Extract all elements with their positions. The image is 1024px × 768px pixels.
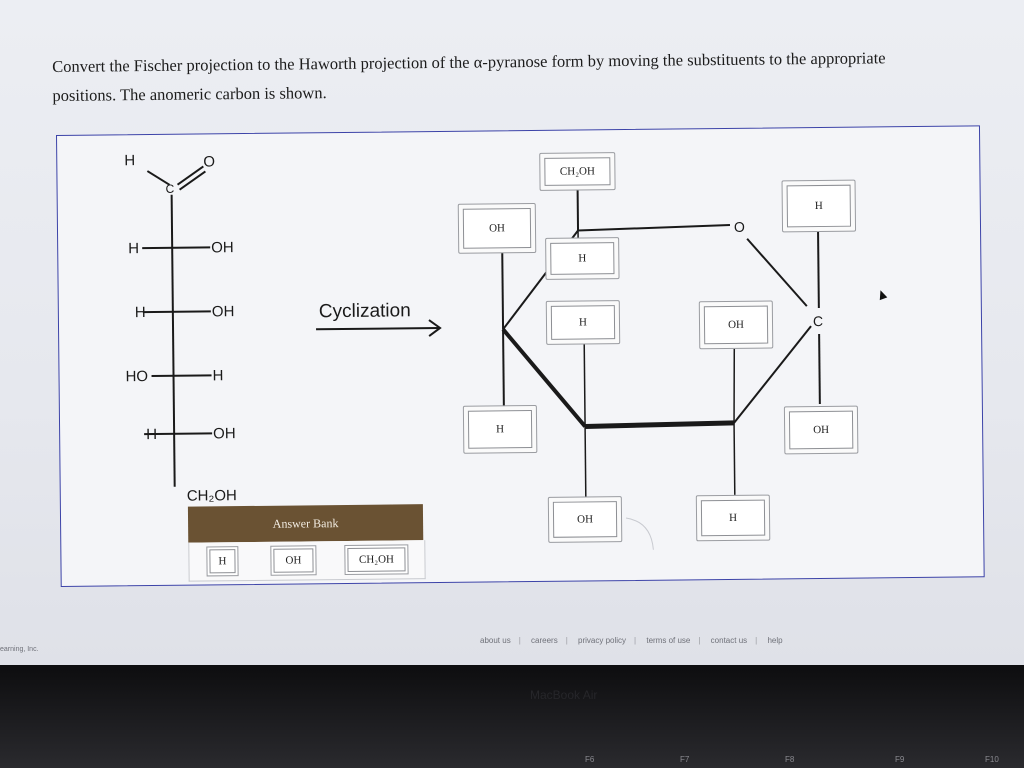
stem-c3-down	[584, 426, 587, 497]
slot-c1-bottom[interactable]: OH	[783, 405, 859, 455]
ring-c3-c2-bond	[585, 420, 735, 429]
ring-c2-c1-bond	[733, 325, 812, 424]
stem-c1-up	[817, 230, 820, 309]
slot-c3-top-value: H	[550, 305, 616, 340]
key-f7: F7	[680, 755, 690, 764]
slot-c2-bottom[interactable]: H	[695, 494, 771, 542]
slot-c3-bottom[interactable]: OH	[547, 496, 623, 543]
ring-c5-o-bond	[577, 223, 731, 232]
key-f8: F8	[785, 755, 795, 764]
cyclization-arrow	[316, 319, 442, 337]
footer-link-contact[interactable]: contact us	[710, 636, 748, 645]
copyright-text: earning, Inc.	[0, 646, 39, 653]
fischer-cross-2	[142, 310, 211, 314]
answer-bank-header: Answer Bank	[187, 504, 424, 543]
haworth-ring	[501, 172, 821, 550]
answer-bank-title: Answer Bank	[272, 515, 339, 531]
key-f6: F6	[585, 755, 595, 764]
footer-link-careers[interactable]: careers	[531, 636, 558, 645]
ring-o-c1-bond	[746, 238, 808, 307]
slot-c5-bottom[interactable]: H	[545, 237, 620, 280]
stem-c2-down	[733, 422, 736, 495]
fischer-bottom: CH₂OH	[187, 487, 237, 505]
ring-oxygen: O	[734, 219, 745, 235]
ring-c4-c3-bond	[501, 328, 587, 428]
anomeric-carbon: C	[813, 313, 823, 329]
fischer-cross-1	[142, 246, 211, 250]
slot-c2-top[interactable]: OH	[698, 300, 774, 350]
stem-c1-down	[818, 334, 821, 405]
slot-c1-top[interactable]: H	[781, 179, 857, 233]
stem-c4-down	[502, 329, 505, 408]
footer-link-help[interactable]: help	[767, 636, 783, 645]
fischer-row4-right: OH	[213, 425, 236, 442]
slot-c3-bottom-value: OH	[552, 501, 618, 538]
fischer-ch-bond	[146, 170, 171, 186]
fischer-projection	[142, 165, 213, 487]
diagram-canvas: H O C H OH H OH HO H H OH CH₂OH Cyclizat…	[124, 152, 823, 550]
fischer-co-bond-2	[179, 170, 206, 191]
stray-mark	[625, 517, 654, 550]
slot-c3-top[interactable]: H	[545, 300, 621, 345]
footer-link-privacy[interactable]: privacy policy	[578, 636, 627, 645]
slot-c5-top[interactable]: CH₂OH	[539, 152, 616, 191]
footer-separator: |	[755, 636, 758, 645]
footer-separator: |	[634, 636, 637, 645]
stem-c3-up	[583, 342, 586, 427]
bank-item-h[interactable]: H	[209, 549, 236, 574]
slot-c4-top[interactable]: OH	[457, 202, 537, 254]
footer-links: about us | careers | privacy policy | terms…	[480, 636, 791, 645]
key-f9: F9	[895, 755, 905, 764]
answer-bank: H OH CH₂OH	[188, 540, 426, 582]
fischer-row2-right: OH	[212, 303, 235, 320]
diagram-panel: H O C H OH H OH HO H H OH CH₂OH Cyclizat…	[56, 125, 985, 587]
fischer-row1-right: OH	[211, 239, 234, 256]
fischer-row3-left: HO	[125, 368, 148, 385]
footer-separator: |	[565, 636, 568, 645]
slot-c2-bottom-value: H	[700, 499, 766, 537]
question-text: Convert the Fischer projection to the Ha…	[52, 48, 886, 105]
fischer-cross-4	[144, 432, 213, 436]
stem-c4-up	[501, 239, 505, 330]
footer-separator: |	[698, 636, 701, 645]
fischer-top-h: H	[124, 152, 135, 169]
fischer-row4-left: H	[146, 426, 157, 443]
slot-c1-top-value: H	[786, 184, 852, 228]
footer-link-terms[interactable]: terms of use	[646, 636, 691, 645]
key-f10: F10	[985, 755, 999, 764]
slot-c5-top-value: CH₂OH	[544, 157, 611, 186]
cyclization-label: Cyclization	[319, 300, 411, 322]
fischer-backbone	[170, 194, 176, 487]
bank-item-oh[interactable]: OH	[273, 548, 314, 573]
bank-item-ch2oh[interactable]: CH₂OH	[347, 547, 406, 572]
slot-c4-top-value: OH	[462, 208, 532, 249]
slot-c1-bottom-value: OH	[788, 410, 854, 450]
fischer-cross-3	[151, 374, 212, 378]
fischer-top-c: C	[165, 182, 174, 196]
slot-c4-bottom[interactable]: H	[462, 404, 538, 454]
bezel-label: MacBook Air	[530, 688, 598, 702]
fischer-row2-left: H	[135, 304, 146, 321]
slot-c5-bottom-value: H	[550, 242, 615, 275]
fischer-row1-left: H	[128, 240, 139, 257]
slot-c4-bottom-value: H	[467, 410, 533, 449]
slot-c2-top-value: OH	[703, 305, 769, 345]
fischer-co-bond	[176, 165, 204, 186]
footer-link-about[interactable]: about us	[480, 636, 511, 645]
footer-separator: |	[518, 636, 521, 645]
fischer-labels: H O C H OH H OH HO H H OH CH₂OH	[124, 152, 237, 505]
stem-c2-up	[733, 348, 736, 423]
laptop-bezel	[0, 665, 1024, 768]
fischer-row3-right: H	[212, 367, 223, 384]
screen: Convert the Fischer projection to the Ha…	[0, 0, 1024, 665]
fischer-top-o: O	[203, 153, 215, 170]
